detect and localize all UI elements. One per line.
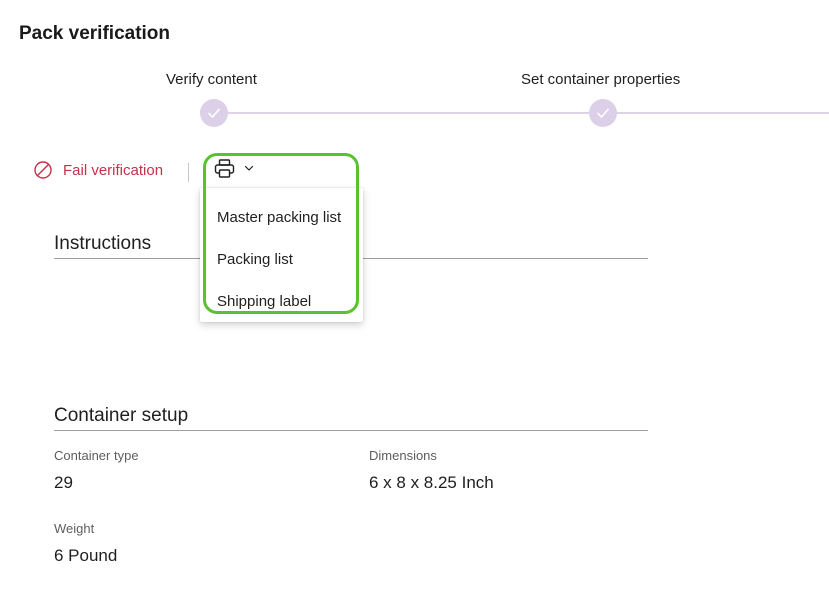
step-label-set-container-properties: Set container properties [521, 71, 681, 88]
menu-item-shipping-label[interactable]: Shipping label [217, 293, 312, 310]
menu-item-master-packing-list[interactable]: Master packing list [217, 209, 342, 226]
toolbar-divider [188, 163, 189, 182]
menu-item-packing-list[interactable]: Packing list [217, 251, 293, 268]
dimensions-label: Dimensions [369, 448, 437, 463]
weight-label: Weight [54, 521, 95, 536]
fail-verification-button[interactable]: Fail verification [33, 160, 163, 180]
chevron-down-icon [244, 165, 254, 171]
instructions-heading: Instructions [54, 233, 152, 254]
block-icon [34, 161, 52, 179]
container-setup-heading: Container setup [54, 405, 189, 426]
checkmark-icon [597, 108, 609, 118]
print-dropdown-menu: Master packing list Packing list Shippin… [200, 188, 363, 322]
step-label-verify-content: Verify content [166, 71, 257, 88]
container-type-label: Container type [54, 448, 139, 463]
dimensions-value: 6 x 8 x 8.25 Inch [369, 473, 494, 492]
printer-icon [214, 159, 235, 178]
fail-verification-label: Fail verification [63, 161, 164, 179]
container-type-value: 29 [54, 473, 73, 492]
stepper-track [228, 112, 829, 114]
print-menu-button[interactable] [214, 159, 254, 178]
page-title: Pack verification [19, 23, 171, 44]
weight-value: 6 Pound [54, 546, 118, 565]
container-setup-divider [54, 430, 648, 431]
step-verify-content-check[interactable] [200, 99, 228, 127]
step-set-container-properties-check[interactable] [589, 99, 617, 127]
checkmark-icon [208, 108, 220, 118]
